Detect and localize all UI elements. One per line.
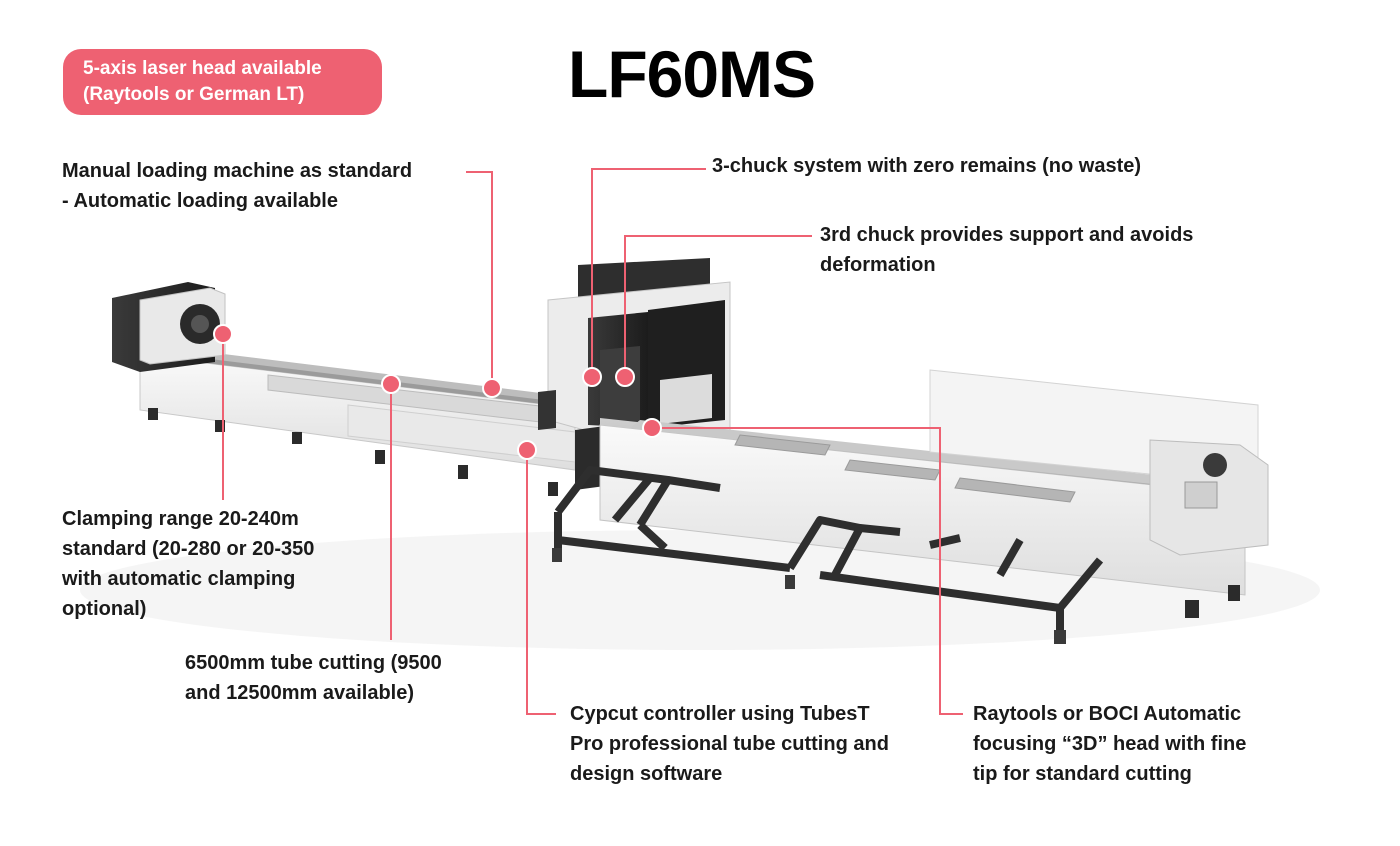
callout-text: tip for standard cutting [973, 763, 1192, 785]
dot-controller [517, 440, 537, 460]
callout-text: with automatic clamping [62, 568, 296, 590]
leader-focusing-head [652, 427, 963, 715]
callout-tube-cutting: 6500mm tube cutting (9500 and 12500mm av… [185, 648, 442, 708]
callout-text: Raytools or BOCI Automatic [973, 703, 1242, 725]
leader-chuck-system [591, 168, 706, 377]
dot-third-chuck [615, 367, 635, 387]
callout-clamping: Clamping range 20-240m standard (20-280 … [62, 504, 314, 624]
leader-third-chuck [624, 235, 812, 377]
callout-focusing-head: Raytools or BOCI Automatic focusing “3D”… [973, 699, 1246, 789]
callout-dots [213, 324, 662, 460]
callout-text: and 12500mm available) [185, 682, 415, 704]
loading-section [112, 282, 576, 496]
callout-chuck-system: 3-chuck system with zero remains (no was… [712, 151, 1141, 181]
model-title: LF60MS [568, 37, 816, 111]
dot-tube-cutting [381, 374, 401, 394]
laser-head-badge: 5-axis laser head available (Raytools or… [63, 49, 382, 115]
callout-text: Clamping range 20-240m [62, 508, 299, 530]
unloading-bed [599, 369, 1269, 618]
callout-controller: Cypcut controller using TubesT Pro profe… [570, 699, 889, 789]
dot-focusing-head [642, 418, 662, 438]
callout-text: standard (20-280 or 20-350 [62, 538, 315, 560]
callout-lines [222, 168, 963, 715]
callout-text: Manual loading machine as standard [62, 160, 413, 182]
callout-text: design software [570, 763, 723, 785]
dot-loading [482, 378, 502, 398]
callout-text: 6500mm tube cutting (9500 [185, 652, 442, 674]
callout-text: Cypcut controller using TubesT [570, 703, 870, 725]
callout-text: 3-chuck system with zero remains (no was… [712, 155, 1142, 177]
callout-text: deformation [820, 254, 936, 276]
leader-controller [526, 450, 556, 715]
callout-loading: Manual loading machine as standard - Aut… [62, 156, 412, 216]
callout-text: focusing “3D” head with fine [973, 733, 1247, 755]
callout-text: 3rd chuck provides support and avoids [820, 224, 1194, 246]
badge-line-1: 5-axis laser head available [83, 58, 322, 79]
badge-line-2: (Raytools or German LT) [83, 84, 305, 105]
dot-clamping [213, 324, 233, 344]
dot-chuck-system [582, 367, 602, 387]
callout-text: - Automatic loading available [62, 190, 338, 212]
callout-text: Pro professional tube cutting and [570, 733, 889, 755]
leader-loading [466, 171, 493, 388]
callout-third-chuck: 3rd chuck provides support and avoids de… [820, 220, 1193, 280]
callout-text: optional) [62, 598, 147, 620]
